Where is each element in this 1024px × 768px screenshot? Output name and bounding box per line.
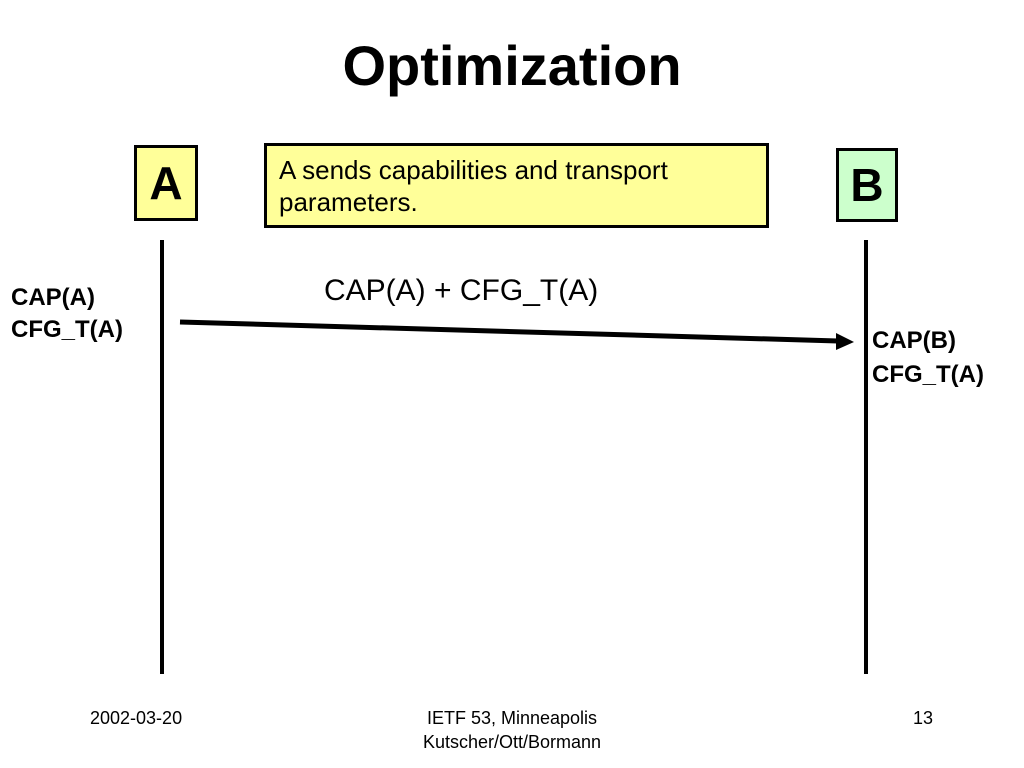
footer-page-number: 13 [913,708,934,728]
footer-date: 2002-03-20 [90,708,183,728]
state-b: CAP(B) CFG_T(A) [872,324,984,392]
footer-authors: Kutscher/Ott/Bormann [422,732,602,752]
state-a: CAP(A) CFG_T(A) [11,282,123,346]
callout-note: A sends capabilities and transport param… [264,143,769,228]
footer-event: IETF 53, Minneapolis [426,708,598,728]
message-arrowhead-icon [836,333,854,350]
state-a-cfg: CFG_T(A) [11,316,123,343]
slide-title: Optimization [342,34,682,97]
node-a: A [134,145,198,221]
state-b-cap: CAP(B) [872,327,956,354]
state-b-cfg: CFG_T(A) [872,361,984,388]
node-b: B [836,148,898,222]
state-a-cap: CAP(A) [11,284,95,311]
footer-center: IETF 53, Minneapolis Kutscher/Ott/Borman… [312,706,712,754]
message-label: CAP(A) + CFG_T(A) [324,274,599,307]
message-arrow-line [179,319,839,344]
